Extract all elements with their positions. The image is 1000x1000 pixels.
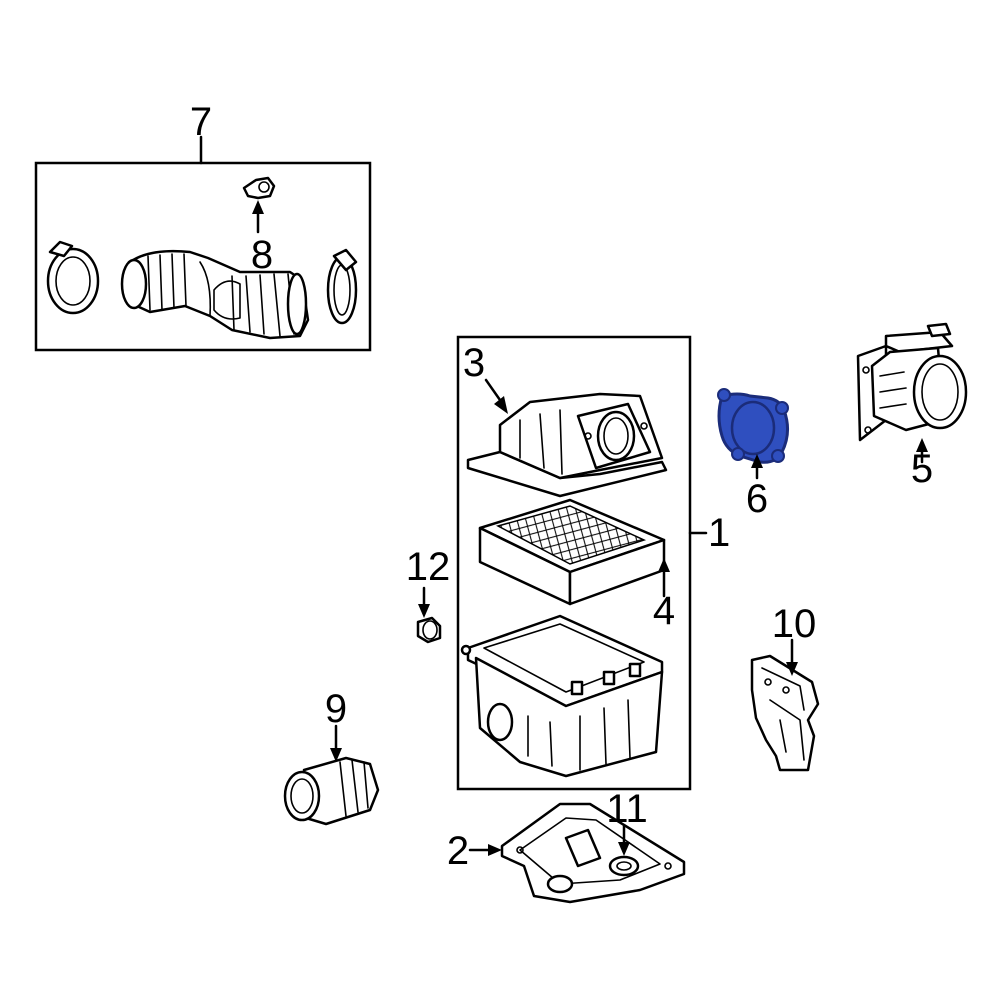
air-cleaner-group: 1 3 4 (456, 335, 730, 791)
callout-2[interactable]: 2 (447, 829, 469, 873)
air-cleaner-tray[interactable] (500, 802, 686, 904)
callout-11-arrow (618, 842, 630, 856)
callout-5-arrow (916, 438, 928, 452)
callout-11[interactable]: 11 (606, 787, 648, 831)
callout-3-leader (484, 378, 502, 402)
air-cleaner-box (456, 335, 692, 791)
callout-1[interactable]: 1 (708, 511, 730, 555)
callout-8-arrow (252, 200, 264, 214)
callout-10-arrow (786, 662, 798, 676)
callout-9-arrow (330, 748, 342, 762)
air-guide-duct[interactable] (750, 654, 820, 772)
callout-10[interactable]: 10 (772, 602, 817, 646)
mounting-grommet[interactable] (416, 616, 442, 644)
hose-kit-group: 7 8 (34, 100, 372, 352)
air-cleaner-upper-housing[interactable] (466, 392, 668, 498)
callout-12[interactable]: 12 (406, 545, 451, 589)
air-cleaner-lower-housing[interactable] (460, 614, 664, 778)
callout-12-arrow (418, 604, 430, 618)
callout-4-arrow (658, 558, 670, 572)
callout-3-arrow (494, 396, 508, 414)
air-filter-element[interactable] (478, 498, 666, 606)
callout-6-arrow (751, 454, 763, 468)
callout-8[interactable]: 8 (251, 233, 273, 277)
hose-clamp-right[interactable] (326, 248, 358, 325)
mass-air-flow-gasket[interactable] (717, 388, 789, 464)
mass-air-flow-sensor[interactable] (856, 322, 968, 442)
callout-9[interactable]: 9 (325, 687, 347, 731)
callout-6[interactable]: 6 (746, 477, 768, 521)
callout-4[interactable]: 4 (653, 589, 675, 633)
hose-kit-box (34, 161, 372, 352)
intake-adapter[interactable] (283, 756, 380, 826)
callout-5[interactable]: 5 (911, 447, 933, 491)
callout-7[interactable]: 7 (190, 100, 212, 144)
air-intake-hose[interactable] (120, 249, 310, 340)
callout-2-arrow (488, 844, 502, 856)
tray-grommet[interactable] (608, 855, 640, 877)
callout-3[interactable]: 3 (463, 341, 485, 385)
hose-connector-clip[interactable] (242, 176, 276, 200)
hose-clamp-left[interactable] (46, 240, 100, 315)
